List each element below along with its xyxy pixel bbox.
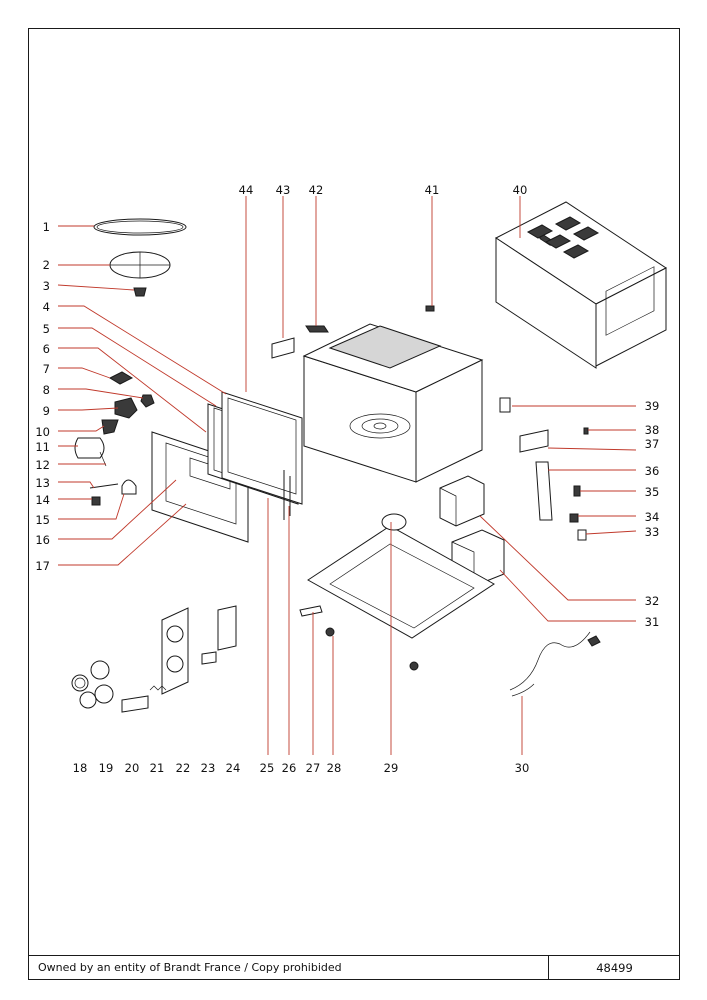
part-41 (425, 305, 435, 312)
callout-4: 4 (43, 300, 50, 314)
callout-42: 42 (309, 183, 324, 197)
part-control-panel (161, 607, 189, 695)
callout-20: 20 (125, 761, 140, 775)
callout-26: 26 (282, 761, 297, 775)
part-7 (108, 371, 134, 385)
callout-35: 35 (645, 485, 660, 499)
callout-30: 30 (515, 761, 530, 775)
callout-40: 40 (513, 183, 528, 197)
part-36 (535, 461, 553, 521)
callout-29: 29 (384, 761, 399, 775)
part-coupler (133, 287, 147, 297)
part-fan (101, 419, 119, 435)
part-lamp (74, 437, 105, 459)
callout-27: 27 (306, 761, 321, 775)
part-magnetron (439, 475, 485, 527)
callout-41: 41 (425, 183, 440, 197)
callout-36: 36 (645, 464, 660, 478)
callout-1: 1 (43, 220, 50, 234)
part-rod (89, 483, 119, 489)
callout-24: 24 (226, 761, 241, 775)
part-timer (217, 605, 237, 651)
part-base-plate (307, 525, 495, 639)
part-knob-ring (71, 674, 89, 692)
callout-10: 10 (35, 425, 50, 439)
part-clip (121, 479, 137, 495)
part-43 (271, 337, 295, 359)
callout-22: 22 (176, 761, 191, 775)
callout-15: 15 (35, 513, 50, 527)
callout-7: 7 (43, 362, 50, 376)
callout-39: 39 (645, 399, 660, 413)
part-42 (305, 325, 329, 333)
callout-33: 33 (645, 525, 660, 539)
callout-3: 3 (43, 279, 50, 293)
callout-6: 6 (43, 342, 50, 356)
callout-23: 23 (201, 761, 216, 775)
callout-2: 2 (43, 258, 50, 272)
drawing-frame (28, 28, 680, 980)
callout-34: 34 (645, 510, 660, 524)
title-block: Owned by an entity of Brandt France / Co… (28, 955, 680, 980)
callout-5: 5 (43, 322, 50, 336)
callout-31: 31 (645, 615, 660, 629)
callout-9: 9 (43, 404, 50, 418)
part-power-cord (509, 631, 591, 691)
part-push-button (121, 695, 149, 713)
part-37 (519, 429, 549, 453)
callout-21: 21 (150, 761, 165, 775)
callout-38: 38 (645, 423, 660, 437)
callout-12: 12 (35, 458, 50, 472)
callout-13: 13 (35, 476, 50, 490)
part-turntable-glass (93, 218, 187, 236)
part-door-panel (221, 391, 303, 505)
callout-16: 16 (35, 533, 50, 547)
callout-14: 14 (35, 493, 50, 507)
callout-11: 11 (35, 440, 50, 454)
callout-43: 43 (276, 183, 291, 197)
callout-44: 44 (239, 183, 254, 197)
part-39 (499, 397, 511, 413)
callout-19: 19 (99, 761, 114, 775)
part-motor (114, 397, 138, 419)
callout-32: 32 (645, 594, 660, 608)
callout-17: 17 (35, 559, 50, 573)
part-8 (140, 394, 155, 408)
callout-18: 18 (73, 761, 88, 775)
callout-8: 8 (43, 383, 50, 397)
callout-37: 37 (645, 437, 660, 451)
part-knob (90, 660, 110, 680)
document-reference-number: 48499 (596, 961, 633, 975)
callout-28: 28 (327, 761, 342, 775)
callout-25: 25 (260, 761, 275, 775)
ownership-notice: Owned by an entity of Brandt France / Co… (28, 956, 549, 980)
